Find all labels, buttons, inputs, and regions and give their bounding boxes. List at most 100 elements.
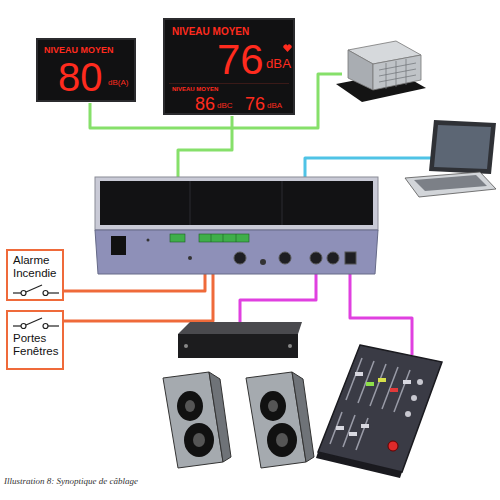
- level-digits: 76: [217, 39, 264, 81]
- switch-part: [26, 318, 42, 325]
- amp-front: [178, 334, 298, 358]
- fader-knob: [378, 378, 386, 382]
- fader-knob: [336, 426, 344, 430]
- green-connector: [170, 234, 185, 242]
- rack-unit: [95, 177, 378, 274]
- fader-knob: [390, 388, 398, 392]
- laptop-base: [405, 172, 496, 197]
- level-digits: 86: [195, 95, 215, 113]
- level-digits: 80: [58, 57, 103, 97]
- xlr-socket: [279, 252, 291, 264]
- green-connector: [199, 234, 249, 242]
- switch-part: [48, 293, 59, 294]
- laptop-screen: [434, 125, 491, 169]
- laptop: [405, 120, 496, 197]
- display-subheading: NIVEAU MOYEN: [172, 86, 218, 92]
- speaker-side: [292, 372, 314, 462]
- router-grid: [379, 59, 416, 89]
- rotary-knob: [405, 411, 411, 417]
- speaker-cone: [177, 391, 203, 421]
- display-heading: NIVEAU MOYEN: [44, 46, 114, 55]
- switch-part: [26, 285, 42, 292]
- speaker: [246, 372, 314, 468]
- red-button: [388, 441, 398, 451]
- mixer-body: [318, 345, 442, 472]
- display-heading: NIVEAU MOYEN: [172, 27, 249, 37]
- amp-top: [178, 322, 302, 334]
- speaker-cone: [184, 423, 214, 457]
- heart-icon: [283, 44, 292, 52]
- rack-rear: [95, 230, 378, 274]
- rotary-knob: [417, 379, 423, 385]
- heart-shape: [283, 44, 291, 52]
- switch-part: [43, 324, 48, 329]
- screw: [188, 256, 192, 260]
- amp-screw: [288, 344, 292, 348]
- contact-box: Portes Fenêtres: [6, 310, 64, 370]
- fader-knob: [349, 432, 357, 436]
- network-box: [336, 41, 426, 102]
- laptop-keys: [414, 175, 487, 191]
- jack: [260, 259, 266, 265]
- magenta-wire: [350, 264, 412, 355]
- contact-box: Alarme Incendie: [6, 249, 64, 301]
- power-inlet: [111, 236, 126, 255]
- fader-knob: [355, 372, 363, 376]
- rack-front: [95, 177, 378, 230]
- switch-symbol: [13, 283, 59, 297]
- speaker-cone: [260, 391, 286, 421]
- contact-label: Portes Fenêtres: [13, 332, 63, 358]
- amplifier: [178, 322, 302, 358]
- fader-track: [343, 415, 355, 447]
- switch-part: [13, 293, 21, 294]
- speaker: [163, 372, 231, 468]
- rack-window: [100, 181, 373, 225]
- rack-divider: [190, 181, 282, 225]
- connector-split: [211, 234, 236, 242]
- speaker-cap: [193, 433, 205, 447]
- mixer-faders: [330, 358, 410, 450]
- display-separator: [169, 83, 289, 84]
- xlr-socket: [234, 252, 246, 264]
- router-front: [373, 55, 421, 90]
- laptop-screen-frame: [429, 120, 496, 174]
- level-display: NIVEAU MOYEN76dBANIVEAU MOYEN86dBC76dBA: [163, 18, 295, 115]
- contact-label: Alarme Incendie: [13, 254, 63, 280]
- fader-track: [346, 358, 362, 400]
- unit-label: dB(A): [108, 79, 128, 87]
- mixing-console: [316, 345, 442, 478]
- fader-knob: [403, 380, 411, 384]
- xlr-socket: [310, 252, 322, 264]
- screw: [147, 239, 150, 242]
- switch-part: [21, 291, 26, 296]
- unit-label: dBA: [267, 102, 282, 110]
- mixer-edge: [316, 452, 402, 478]
- fader-track: [382, 367, 398, 409]
- unit-label: dBA: [266, 57, 291, 70]
- fader-track: [358, 361, 374, 403]
- speaker-cap: [276, 433, 288, 447]
- speaker-cone: [267, 423, 297, 457]
- switch-symbol: [13, 316, 59, 330]
- switch-part: [21, 324, 26, 329]
- cyan-wire: [305, 158, 432, 178]
- speaker-cap: [268, 400, 278, 412]
- figure-caption: Illustration 8: Synoptique de câblage: [4, 476, 138, 486]
- switch-part: [48, 325, 59, 326]
- fader-knob: [366, 382, 374, 386]
- speaker-cap: [185, 400, 195, 412]
- fader-knob: [361, 424, 369, 428]
- level-digits: 76: [245, 95, 265, 113]
- amp-screw: [184, 344, 188, 348]
- rotary-knob: [411, 395, 417, 401]
- router-side: [348, 50, 373, 90]
- level-display: NIVEAU MOYEN 80 dB(A): [36, 38, 136, 102]
- xlr-socket: [327, 252, 339, 264]
- switch-part: [43, 291, 48, 296]
- wires: [64, 74, 432, 355]
- switch-part: [13, 325, 21, 326]
- unit-label: dBC: [217, 102, 233, 110]
- xlr-socket: [345, 252, 356, 264]
